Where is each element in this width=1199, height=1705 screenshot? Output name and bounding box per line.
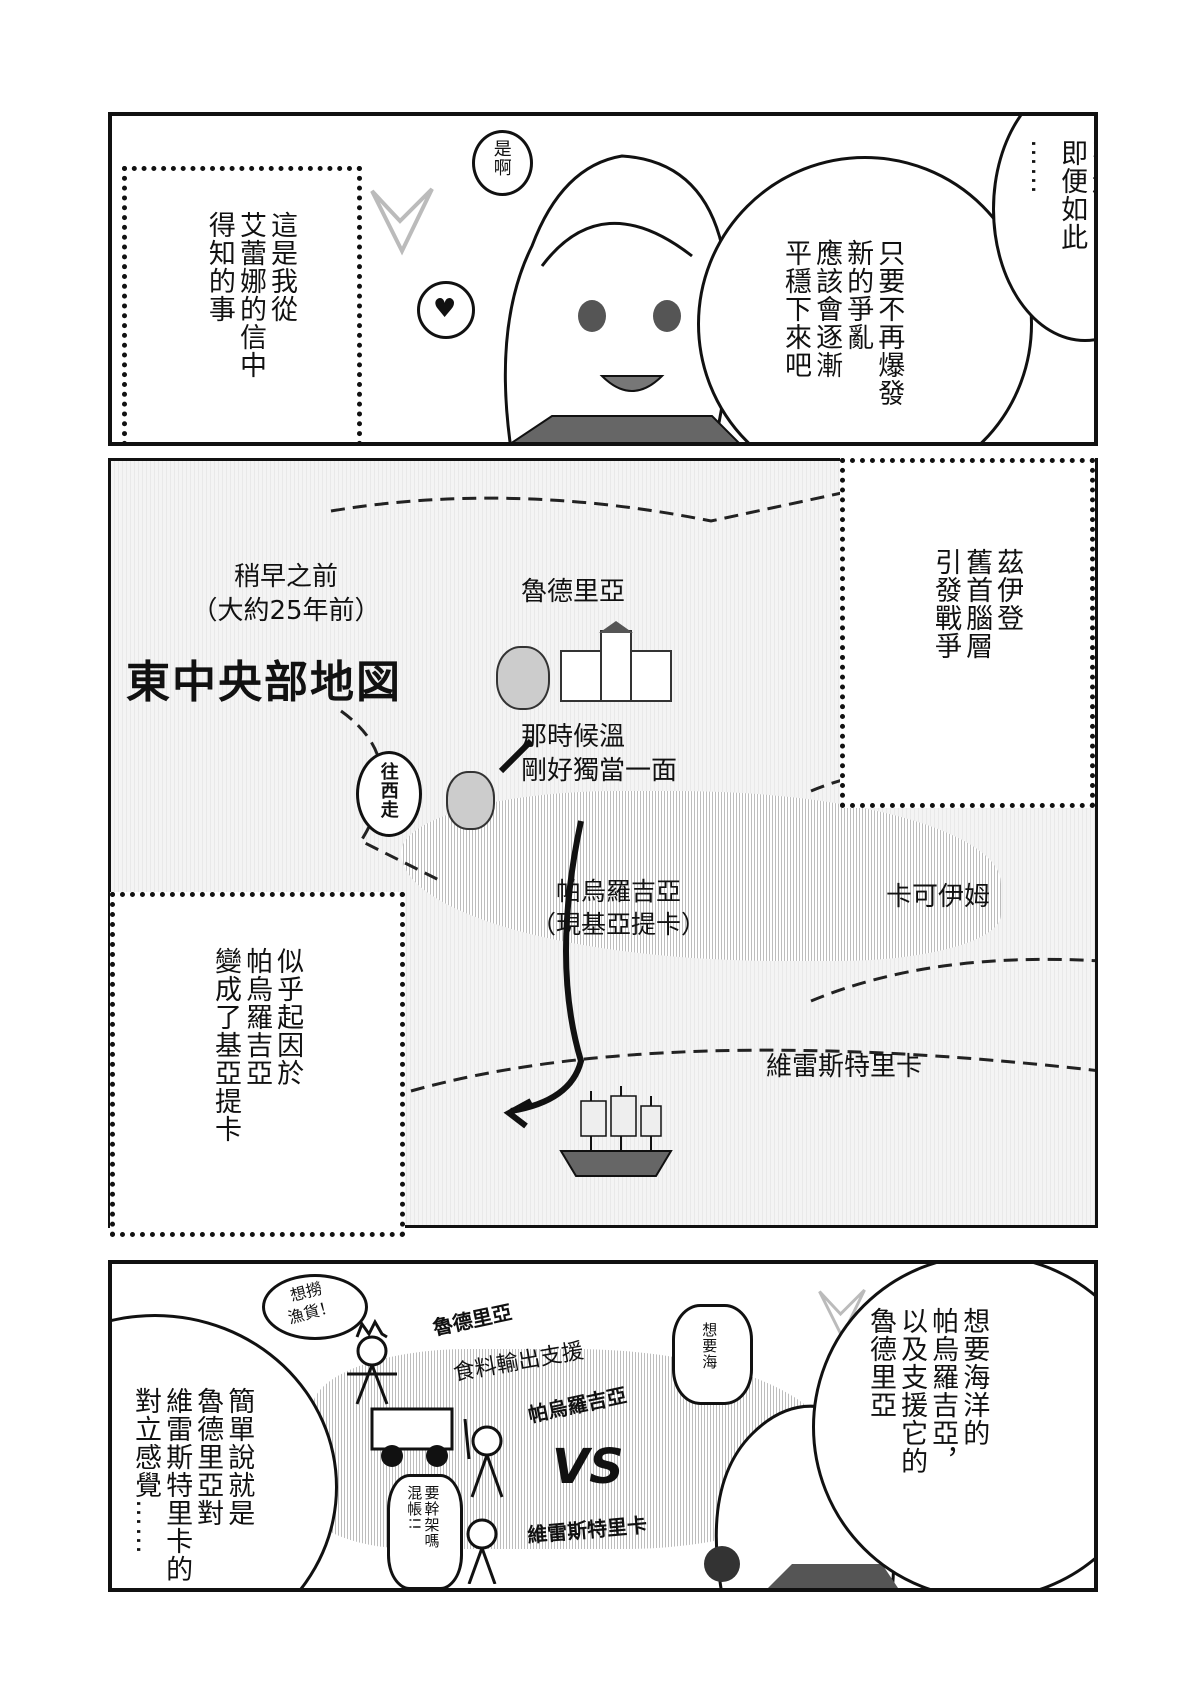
character-portrait (503, 154, 740, 442)
heart-icon: ♥ (433, 294, 457, 324)
character-sprite-1 (496, 646, 550, 710)
main-speech-text: 只要不再爆發 新的爭亂 應該會逐漸 平穩下來吧 (780, 239, 905, 407)
caption-bubble: 簡單說就是 魯德里亞對 維雷斯特里卡的 對立感覺…… (112, 1314, 338, 1588)
right-caption-text: 茲伊登 舊首腦層 引發戰爭 (930, 548, 1024, 660)
edge-speech-text: 不過 即便如此 …… (1025, 139, 1098, 251)
ship-icon (559, 1086, 673, 1177)
king-bubble-text: 想撈 漁貨！ (285, 1278, 338, 1328)
region-kakoim: 卡可伊姆 (886, 882, 991, 912)
time-label: 稍早之前 （大約25年前） (191, 562, 381, 626)
heart-bubble: ♥ (417, 281, 475, 339)
castle-icon (560, 621, 672, 702)
main-speech-bubble: 只要不再爆發 新的爭亂 應該會逐漸 平穩下來吧 (697, 156, 1033, 442)
sea-bubble: 想要海 (672, 1304, 753, 1405)
cart-doodle (370, 1407, 454, 1467)
butterfly-icon (370, 187, 434, 256)
panel-3: 簡單說就是 魯德里亞對 維雷斯特里卡的 對立感覺…… 想撈 漁貨！ 魯德里亞 食… (108, 1260, 1098, 1592)
caption-bubble-text: 簡單說就是 魯德里亞對 維雷斯特里卡的 對立感覺…… (130, 1387, 255, 1583)
king-doodle (347, 1319, 397, 1405)
west-bubble-text: 往西走 (377, 762, 399, 819)
left-caption-text: 似乎起因於 帕烏羅吉亞 變成了基亞提卡 (210, 947, 304, 1143)
label-rudria: 魯德里亞 (430, 1299, 514, 1341)
small-speech-bubble: 是啊 (472, 130, 533, 196)
king-bubble: 想撈 漁貨！ (262, 1274, 368, 1340)
narration-box: 這是我從 艾蕾娜的信中 得知的事 (122, 166, 362, 442)
butterfly-icon (818, 1288, 866, 1340)
right-caption-box: 茲伊登 舊首腦層 引發戰爭 (840, 458, 1095, 808)
angry-doodle (466, 1518, 498, 1584)
region-pauroghia: 帕烏羅吉亞 （現基亞提卡） (531, 877, 707, 939)
vs-label: VS (552, 1439, 624, 1495)
angry-bubble-text: 要幹架嗎 混帳!! (405, 1485, 441, 1549)
character-sprite-2 (446, 771, 495, 830)
map-note: 那時候溫 剛好獨當一面 (521, 722, 678, 786)
region-rudria: 魯德里亞 (521, 577, 626, 607)
west-bubble: 往西走 (356, 751, 422, 837)
right-speech-text: 想要海洋的 帕烏羅吉亞， 以及支援它的 魯德里亞 (865, 1307, 990, 1475)
small-speech-text: 是啊 (490, 139, 512, 177)
soldier-doodle (463, 1419, 504, 1498)
left-caption-box: 似乎起因於 帕烏羅吉亞 變成了基亞提卡 (110, 892, 405, 1237)
sea-bubble-text: 想要海 (700, 1322, 719, 1370)
region-veresterica: 維雷斯特里卡 (766, 1052, 923, 1082)
angry-bubble: 要幹架嗎 混帳!! (387, 1474, 463, 1588)
right-speech-bubble: 想要海洋的 帕烏羅吉亞， 以及支援它的 魯德里亞 (812, 1264, 1094, 1588)
map-title: 東中央部地図 (126, 657, 402, 708)
panel-1: 這是我從 艾蕾娜的信中 得知的事 ♥ 是啊 只要不再爆發 新的爭亂 應該會逐漸 … (108, 112, 1098, 446)
narration-text: 這是我從 艾蕾娜的信中 得知的事 (203, 211, 297, 379)
